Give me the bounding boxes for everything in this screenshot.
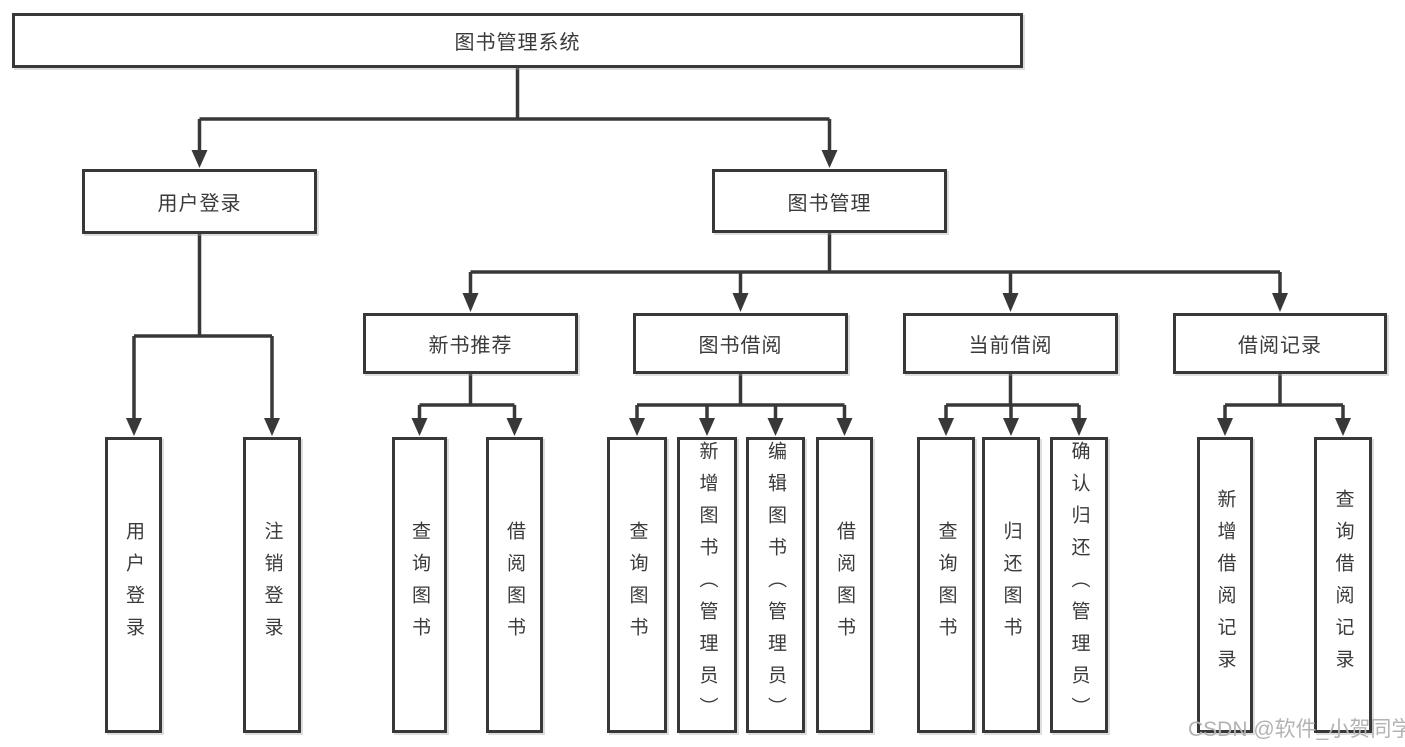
leaf-confirm-return-admin-label: 确认归还（管理员） — [1068, 441, 1090, 729]
node-root-library-system: 图书管理系统 — [12, 13, 1023, 68]
leaf-borrow-books-1-label: 借阅图书 — [504, 521, 525, 649]
leaf-add-borrow-record-label: 新增借阅记录 — [1214, 489, 1236, 681]
leaf-add-borrow-record: 新增借阅记录 — [1197, 437, 1253, 733]
leaf-user-login: 用户登录 — [105, 437, 162, 733]
node-borrow-records: 借阅记录 — [1173, 313, 1387, 374]
leaf-query-books-3: 查询图书 — [917, 437, 975, 733]
leaf-query-books-2-label: 查询图书 — [626, 521, 648, 649]
node-new-book-recommend-label: 新书推荐 — [428, 335, 513, 357]
leaf-query-books-1-label: 查询图书 — [409, 521, 430, 649]
leaf-borrow-books-2: 借阅图书 — [816, 437, 873, 733]
leaf-query-borrow-record-label: 查询借阅记录 — [1332, 489, 1354, 681]
leaf-return-books: 归还图书 — [982, 437, 1040, 733]
leaf-edit-books-admin: 编辑图书（管理员） — [746, 437, 805, 733]
node-current-borrow: 当前借阅 — [903, 313, 1118, 374]
node-current-borrow-label: 当前借阅 — [968, 335, 1053, 357]
leaf-logout: 注销登录 — [243, 437, 301, 733]
csdn-watermark: CSDN @软件_小贺同学 — [1188, 718, 1405, 741]
leaf-borrow-books-1: 借阅图书 — [486, 437, 543, 733]
node-book-management: 图书管理 — [712, 169, 947, 233]
leaf-user-login-label: 用户登录 — [123, 521, 144, 649]
leaf-edit-books-admin-label: 编辑图书（管理员） — [765, 441, 786, 729]
leaf-logout-label: 注销登录 — [261, 521, 283, 649]
node-book-borrow-label: 图书借阅 — [698, 335, 783, 357]
node-borrow-records-label: 借阅记录 — [1238, 335, 1322, 357]
node-book-management-label: 图书管理 — [787, 192, 872, 215]
leaf-add-books-admin: 新增图书（管理员） — [677, 437, 737, 733]
node-new-book-recommend: 新书推荐 — [363, 313, 578, 374]
leaf-query-borrow-record: 查询借阅记录 — [1314, 437, 1372, 733]
node-user-login: 用户登录 — [82, 169, 317, 234]
leaf-confirm-return-admin: 确认归还（管理员） — [1050, 437, 1108, 733]
leaf-query-books-3-label: 查询图书 — [935, 521, 957, 649]
node-book-borrow: 图书借阅 — [633, 313, 848, 374]
node-root-label: 图书管理系统 — [454, 32, 581, 54]
leaf-add-books-admin-label: 新增图书（管理员） — [696, 441, 718, 729]
leaf-borrow-books-2-label: 借阅图书 — [834, 521, 855, 649]
leaf-query-books-1: 查询图书 — [392, 437, 447, 733]
leaf-return-books-label: 归还图书 — [1000, 521, 1022, 649]
node-user-login-label: 用户登录 — [157, 193, 242, 215]
leaf-query-books-2: 查询图书 — [607, 437, 667, 733]
